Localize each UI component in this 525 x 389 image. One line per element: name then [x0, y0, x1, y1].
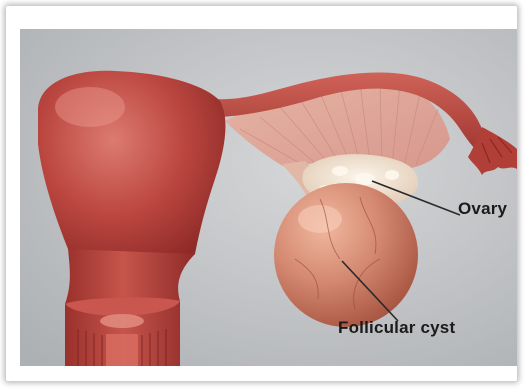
uterus-ovary-illustration — [20, 29, 517, 366]
follicular-cyst — [274, 183, 418, 327]
vaginal-canal — [106, 334, 138, 366]
ovary-label: Ovary — [458, 199, 507, 219]
cyst-highlight — [298, 205, 342, 233]
os-opening — [100, 314, 144, 328]
anatomy-svg — [20, 29, 517, 366]
follicular-cyst-label: Follicular cyst — [338, 318, 455, 338]
uterus-sheen — [55, 87, 125, 127]
